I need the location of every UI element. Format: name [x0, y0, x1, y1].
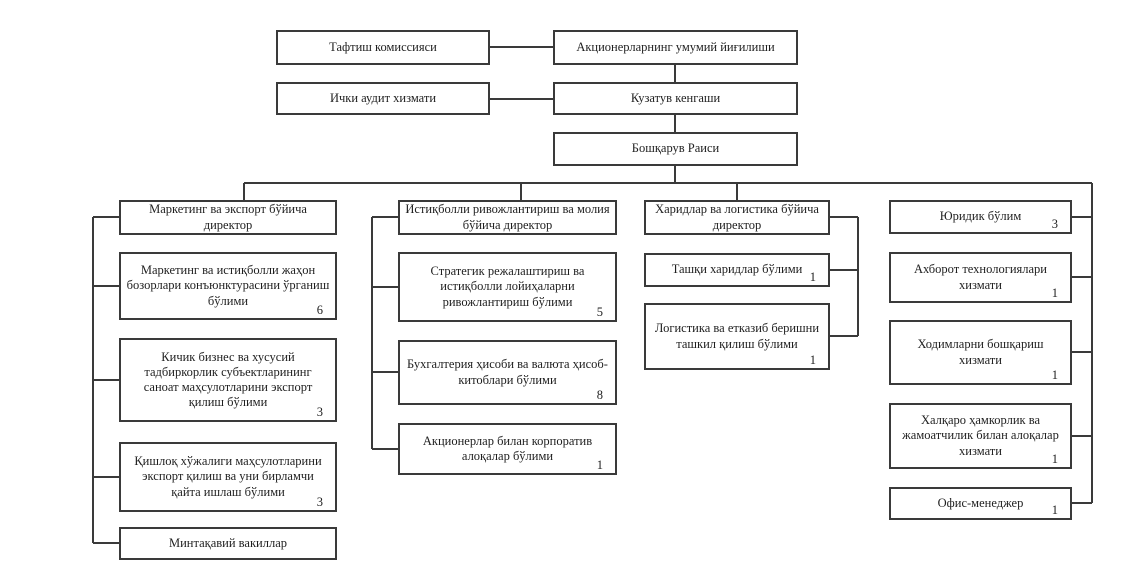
node-label: Ходимларни бошқариш хизмати [917, 337, 1044, 367]
staff-count: 1 [1051, 368, 1058, 382]
staff-count: 6 [316, 303, 323, 317]
staff-count: 8 [596, 388, 603, 402]
node-label: Қишлоқ хўжалиги маҳсулотларини экспорт қ… [134, 454, 322, 499]
staff-count: 1 [596, 458, 603, 472]
node-label: Юридик бўлим [939, 209, 1022, 224]
node-label: Ички аудит хизмати [329, 90, 437, 105]
node-shareholders-meeting: Акционерларнинг умумий йиғилиши [553, 30, 798, 65]
staff-count: 1 [1051, 286, 1058, 300]
staff-count: 1 [809, 353, 816, 367]
node-supervisory-board: Кузатув кенгаши [553, 82, 798, 115]
node-label: Харидлар ва логистика бўйича директор [655, 202, 819, 232]
staff-count: 3 [316, 495, 323, 509]
staff-count: 1 [1051, 452, 1058, 466]
node-label: Акционерлар билан корпоратив алоқалар бў… [422, 433, 593, 463]
node-label: Акционерларнинг умумий йиғилиши [576, 39, 775, 54]
node-label: Маркетинг ва экспорт бўйича директор [149, 202, 307, 232]
node-external-procurement-dept: Ташқи харидлар бўлими 1 [644, 253, 830, 287]
node-label: Ташқи харидлар бўлими [671, 262, 803, 277]
node-office-manager: Офис-менеджер 1 [889, 487, 1072, 520]
node-label: Истиқболли ривожлантириш ва молия бўйича… [405, 202, 610, 232]
node-label: Кузатув кенгаши [630, 90, 721, 105]
node-label: Логистика ва етказиб беришни ташкил қили… [654, 321, 820, 351]
node-legal-dept: Юридик бўлим 3 [889, 200, 1072, 234]
node-agricultural-export-dept: Қишлоқ хўжалиги маҳсулотларини экспорт қ… [119, 442, 337, 512]
node-label: Стратегик режалаштириш ва истиқболли лой… [430, 264, 585, 309]
node-label: Тафтиш комиссияси [329, 39, 437, 54]
staff-count: 3 [316, 405, 323, 419]
node-label: Халқаро ҳамкорлик ва жамоатчилик билан а… [902, 413, 1059, 458]
node-label: Маркетинг ва истиқболли жаҳон бозорлари … [126, 263, 330, 308]
staff-count: 1 [1051, 503, 1058, 517]
node-it-service: Ахборот технологиялари хизмати 1 [889, 252, 1072, 303]
node-label: Ахборот технологиялари хизмати [914, 262, 1047, 292]
node-accounting-currency-dept: Бухгалтерия ҳисоби ва валюта ҳисоб-китоб… [398, 340, 617, 405]
node-label: Минтақавий вакиллар [168, 535, 287, 550]
staff-count: 1 [809, 270, 816, 284]
staff-count: 5 [596, 305, 603, 319]
node-shareholder-relations-dept: Акционерлар билан корпоратив алоқалар бў… [398, 423, 617, 475]
staff-count: 3 [1051, 217, 1058, 231]
node-label: Кичик бизнес ва хусусий тадбиркорлик суб… [143, 349, 313, 410]
node-marketing-director: Маркетинг ва экспорт бўйича директор [119, 200, 337, 235]
node-development-finance-director: Истиқболли ривожлантириш ва молия бўйича… [398, 200, 617, 235]
node-international-pr-service: Халқаро ҳамкорлик ва жамоатчилик билан а… [889, 403, 1072, 469]
node-procurement-logistics-director: Харидлар ва логистика бўйича директор [644, 200, 830, 235]
node-marketing-research-dept: Маркетинг ва истиқболли жаҳон бозорлари … [119, 252, 337, 320]
node-label: Бошқарув Раиси [631, 141, 720, 156]
node-internal-audit: Ички аудит хизмати [276, 82, 490, 115]
node-strategic-planning-dept: Стратегик режалаштириш ва истиқболли лой… [398, 252, 617, 322]
node-logistics-delivery-dept: Логистика ва етказиб беришни ташкил қили… [644, 303, 830, 370]
node-label: Бухгалтерия ҳисоби ва валюта ҳисоб-китоб… [407, 357, 608, 387]
node-chairman: Бошқарув Раиси [553, 132, 798, 166]
node-audit-commission: Тафтиш комиссияси [276, 30, 490, 65]
node-hr-service: Ходимларни бошқариш хизмати 1 [889, 320, 1072, 385]
node-regional-representatives: Минтақавий вакиллар [119, 527, 337, 560]
node-small-business-export-dept: Кичик бизнес ва хусусий тадбиркорлик суб… [119, 338, 337, 422]
node-label: Офис-менеджер [937, 495, 1024, 510]
